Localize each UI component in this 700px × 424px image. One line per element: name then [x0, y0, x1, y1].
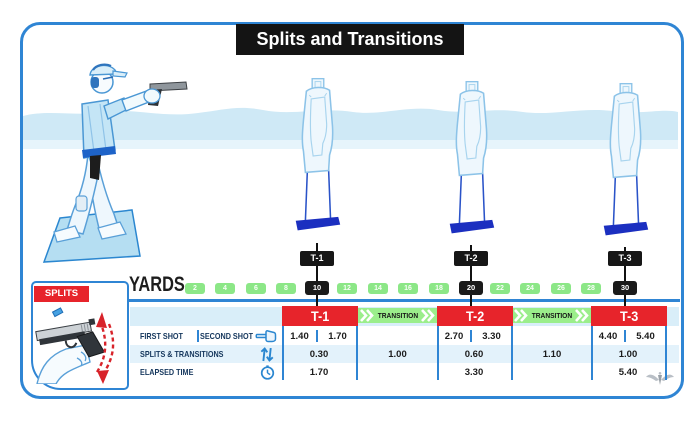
t2-first-shot: 2.70 — [444, 331, 464, 342]
yard-marker: 2 — [185, 283, 205, 294]
yard-marker-highlight: 10 — [305, 281, 329, 295]
header-target-1: T-1 — [282, 306, 358, 326]
target-connector-line — [624, 247, 626, 307]
target-label: T-1 — [300, 251, 334, 266]
pointing-hand-icon — [255, 330, 277, 343]
t2-second-shot: 3.30 — [482, 331, 501, 342]
column-separator — [591, 326, 593, 380]
target-illustration-3 — [602, 82, 649, 237]
transition-2-time: 1.10 — [542, 349, 562, 360]
header-transition-2: TRANSITION — [512, 308, 591, 323]
column-separator — [511, 326, 513, 380]
t2-elapsed: 3.30 — [464, 367, 484, 378]
t1-second-shot: 1.70 — [328, 331, 347, 342]
target-label: T-2 — [454, 251, 488, 266]
t3-first-shot: 4.40 — [598, 331, 618, 342]
shooter-illustration — [42, 63, 188, 263]
value-divider — [624, 330, 626, 342]
yard-marker: 4 — [215, 283, 235, 294]
t3-elapsed: 5.40 — [618, 367, 638, 378]
recoil-arrows — [95, 312, 115, 384]
yard-marker: 8 — [276, 283, 296, 294]
splits-inset-box: SPLITS — [31, 281, 129, 390]
row-label-elapsed: ELAPSED TIME — [140, 367, 194, 377]
page-title: Splits and Transitions — [236, 24, 464, 55]
chevron-right-icon — [514, 309, 528, 322]
yards-label: YARDS — [129, 273, 185, 296]
yard-marker: 6 — [246, 283, 266, 294]
t3-split: 1.00 — [618, 349, 638, 360]
yard-marker: 16 — [398, 283, 418, 294]
recoil-pistol-illustration — [35, 307, 115, 384]
chevron-right-icon — [421, 309, 435, 322]
brand-logo — [646, 372, 674, 385]
header-transition-1: TRANSITION — [358, 308, 437, 323]
target-connector-line — [470, 245, 472, 307]
column-separator — [437, 326, 439, 380]
column-separator — [282, 326, 284, 380]
t2-split: 0.60 — [464, 349, 484, 360]
yard-marker: 18 — [429, 283, 449, 294]
yard-marker: 22 — [490, 283, 510, 294]
yard-marker: 14 — [368, 283, 388, 294]
yard-marker: 12 — [337, 283, 357, 294]
clock-icon — [260, 365, 275, 380]
splits-inset-label: SPLITS — [34, 286, 89, 302]
target-label: T-3 — [608, 251, 642, 266]
header-target-2: T-2 — [437, 306, 513, 326]
value-divider — [470, 330, 472, 342]
chevron-right-icon — [575, 309, 589, 322]
target-illustration-2 — [448, 80, 495, 235]
column-separator — [356, 326, 358, 380]
t1-split: 0.30 — [309, 349, 329, 360]
yard-marker-highlight: 30 — [613, 281, 637, 295]
t3-second-shot: 5.40 — [636, 331, 655, 342]
yard-marker: 24 — [520, 283, 540, 294]
value-divider — [316, 330, 318, 342]
yard-marker: 28 — [581, 283, 601, 294]
transition-1-time: 1.00 — [388, 349, 407, 360]
row-label-shots: FIRST SHOT SECOND SHOT — [140, 330, 253, 342]
header-target-3: T-3 — [591, 306, 667, 326]
t1-elapsed: 1.70 — [309, 367, 329, 378]
t1-first-shot: 1.40 — [290, 331, 309, 342]
chevron-right-icon — [360, 309, 374, 322]
yard-marker-highlight: 20 — [459, 281, 483, 295]
row-label-splits: SPLITS & TRANSITIONS — [140, 349, 224, 359]
yard-marker: 26 — [551, 283, 571, 294]
frame-border — [20, 22, 684, 399]
terrain-silhouette — [23, 107, 678, 149]
column-separator — [665, 326, 667, 380]
target-illustration-1 — [294, 77, 341, 232]
label-divider — [196, 330, 199, 342]
up-down-arrows-icon — [260, 347, 274, 362]
target-connector-line — [316, 243, 318, 307]
ruler-line — [129, 299, 680, 302]
